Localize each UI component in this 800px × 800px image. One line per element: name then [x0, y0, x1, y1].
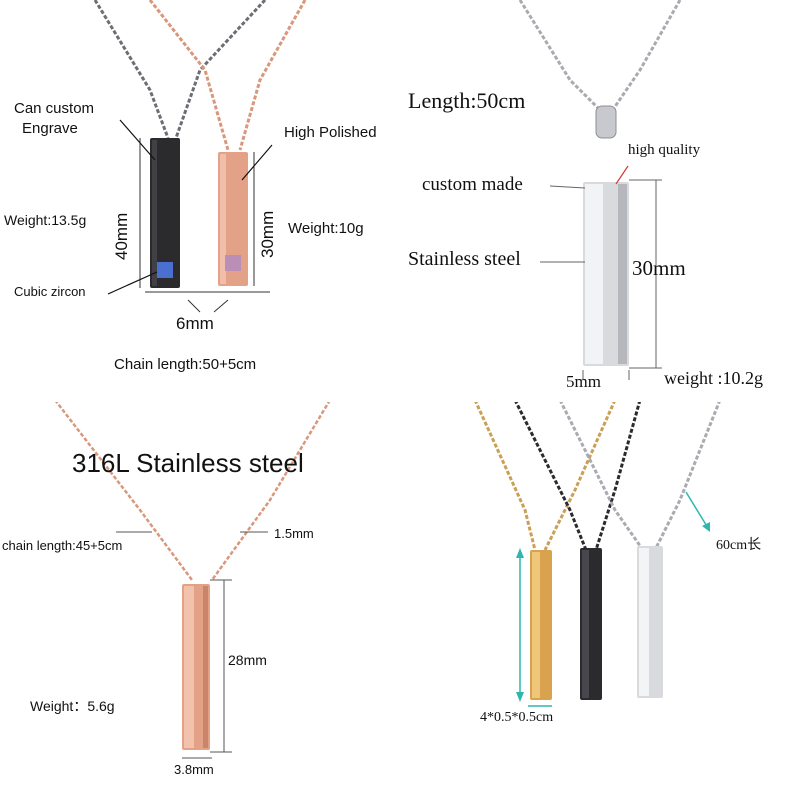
label-length: 60cm长	[716, 538, 762, 553]
chain-black-left	[513, 400, 588, 551]
black-bar-pendant	[150, 138, 180, 288]
rose-thin-bar-face	[184, 586, 194, 748]
silver-bar-face	[639, 548, 649, 696]
chain-gunmetal	[93, 0, 170, 139]
label-steel: Stainless steel	[408, 248, 521, 270]
width-pointer-right	[213, 299, 229, 313]
silver-bar-face	[585, 184, 603, 364]
title: 316L Stainless steel	[72, 448, 304, 478]
chain-gold-left	[473, 400, 537, 551]
chain-silver-right	[653, 400, 722, 551]
length-arrow	[685, 491, 709, 529]
silver-bar-edge	[618, 184, 627, 364]
panel3-drawing	[54, 400, 332, 759]
label-height: 28mm	[228, 652, 267, 668]
arrow-head-bottom	[516, 692, 524, 702]
label-custom: custom made	[422, 174, 523, 195]
chain-rose-right	[210, 400, 332, 581]
engrave-pointer	[119, 119, 156, 161]
label-thickness: 1.5mm	[274, 526, 314, 541]
label-weight: Weight：5.6g	[30, 698, 115, 714]
label-weight: weight :10.2g	[664, 368, 763, 388]
zircon-pink	[225, 255, 241, 271]
rose-thin-bar-edge	[203, 586, 208, 748]
panel-silver-bar: Length:50cm high quality custom made Sta…	[400, 0, 800, 400]
black-bar-shine	[152, 140, 157, 286]
label-height: 30mm	[632, 256, 686, 280]
label-width: 5mm	[566, 372, 601, 391]
arrow-head-top	[516, 548, 524, 558]
chain-black-right	[594, 400, 642, 551]
quality-pointer	[615, 165, 629, 185]
panel1-drawing	[93, 0, 307, 313]
label-size: 4*0.5*0.5cm	[480, 710, 554, 725]
label-weight-left: Weight:13.5g	[4, 212, 87, 228]
label-height-left: 40mm	[112, 212, 131, 260]
label-engrave-1: Can custom	[14, 100, 95, 117]
panel4-drawing	[473, 400, 722, 707]
chain-gold-right	[543, 400, 617, 551]
panel-three-color-trio: 60cm长 4*0.5*0.5cm	[400, 400, 800, 800]
bail	[595, 105, 617, 139]
label-length: Length:50cm	[408, 88, 526, 113]
gold-bar-face	[532, 552, 540, 698]
panel-black-rose-pair: Can custom Engrave High Polished Weight:…	[0, 0, 400, 400]
black-bar-face	[582, 550, 589, 698]
label-engrave-2: Engrave	[22, 120, 78, 137]
label-width: 3.8mm	[174, 762, 214, 777]
length-arrow-head	[702, 522, 710, 532]
custom-pointer	[549, 185, 586, 189]
rose-bar-shine	[220, 154, 226, 284]
label-width: 6mm	[176, 314, 214, 333]
chain-silver-left	[518, 0, 600, 110]
chain-rose-right	[238, 0, 307, 151]
zircon-pointer	[107, 271, 158, 295]
divider-horizontal	[0, 398, 800, 402]
label-zircon: Cubic zircon	[14, 284, 86, 299]
chain-silver-right	[612, 0, 682, 109]
label-chain-length: Chain length:50+5cm	[114, 356, 257, 373]
chain-rose	[148, 0, 230, 151]
chain-gunmetal-right	[174, 0, 267, 139]
chain-rose-left	[54, 400, 194, 581]
label-polished: High Polished	[284, 124, 377, 141]
label-chain: chain length:45+5cm	[2, 538, 123, 553]
chain-silver-left	[558, 400, 645, 551]
zircon-blue	[157, 262, 173, 278]
panel-rose-thin-bar: 316L Stainless steel chain length:45+5cm…	[0, 400, 400, 800]
label-weight-right: Weight:10g	[288, 220, 364, 237]
label-quality: high quality	[628, 142, 701, 158]
panel2-drawing	[518, 0, 682, 380]
width-pointer-left	[187, 299, 201, 313]
polished-pointer	[241, 144, 273, 181]
label-height-right: 30mm	[258, 210, 277, 258]
